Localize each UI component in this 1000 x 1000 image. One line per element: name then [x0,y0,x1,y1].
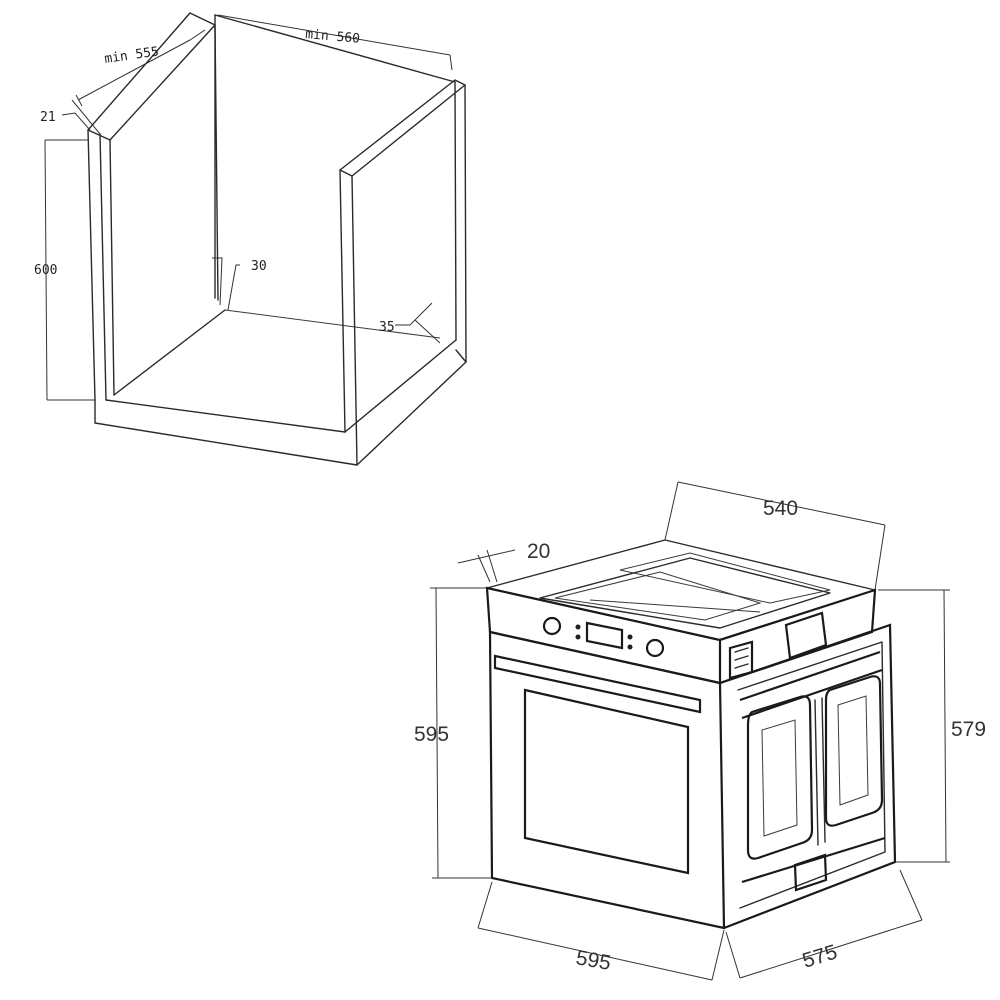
dim-575-line [725,869,923,979]
oven-side-body [719,623,897,930]
cabinet-right-panel-front-outer [339,169,346,433]
cabinet-back-bottom-edge [224,309,441,339]
oven-left-knob [542,616,562,636]
dim-595-width-line [477,881,725,981]
oven-button-2 [575,634,581,640]
dim-20-line [457,549,516,583]
dim-min-560-line [217,14,453,71]
cabinet-right-panel-back-edge [464,84,467,363]
oven-side-embossing-right-inner [837,695,869,806]
cabinet-back-top-edge [214,14,456,83]
dim-min-560-label: min 560 [305,27,361,47]
dim-30-label: 30 [251,259,267,274]
oven-side-vent [793,853,828,892]
cabinet-left-panel-top [87,12,216,141]
dim-35-line [395,302,441,344]
dim-595-width-label: 595 [574,946,613,975]
oven-side-inner-frame [737,641,886,909]
dim-height-600-line [44,139,95,401]
dim-21-label: 21 [40,110,56,125]
oven-top-recess-right [619,552,831,604]
oven-rear-fan-box [784,611,828,660]
dim-35-label: 35 [379,320,395,335]
dim-579-height-label: 579 [951,718,986,741]
cabinet-left-panel-front-mid [99,133,107,401]
oven-display [585,621,624,650]
cabinet-right-panel-front-inner [351,175,358,466]
oven-right-knob [645,638,665,658]
dim-20-label: 20 [527,540,550,563]
cabinet-floor-left-edge [113,309,226,396]
oven-top-divider [589,599,761,613]
cabinet-floor-right-edge [344,339,457,433]
dim-min-555-line [75,29,206,107]
oven-door-window [523,688,690,875]
oven-drawing: 540 20 595 579 595 575 [414,481,986,981]
oven-connector-pins [734,647,749,669]
cabinet-floor-front-edge [105,399,346,433]
dim-30-line [212,257,240,311]
oven-button-1 [575,624,581,630]
cabinet-left-panel-front-inner [109,139,115,396]
cabinet-right-panel-back-inner [454,81,457,341]
oven-button-4 [627,644,633,650]
cabinet-right-panel-top [339,79,466,177]
oven-button-3 [627,634,633,640]
dim-579-height-line [878,589,950,863]
dim-575-label: 575 [800,941,840,973]
cabinet-plinth [94,349,467,466]
dim-min-555-label: min 555 [103,44,159,66]
dim-595-height-line [430,587,492,879]
dim-height-600-label: 600 [34,263,57,278]
cabinet-left-panel-back-inner [214,24,219,301]
oven-side-embossing-left [746,695,814,860]
oven-side-rails [739,650,886,884]
dim-21-line [61,99,101,135]
cabinet-drawing: 600 21 min 555 min 560 30 35 [34,12,467,466]
oven-handle [493,654,702,714]
oven-top-recess-outer [539,557,831,629]
oven-side-embossing-right [824,675,884,827]
dim-595-height-label: 595 [414,723,449,746]
dim-540-line [664,481,886,591]
dim-540-label: 540 [763,497,798,520]
oven-side-center-seam [814,697,826,846]
oven-control-panel [485,586,722,685]
cabinet-left-panel-front-outer [87,129,96,401]
oven-top-recess-left [554,571,762,621]
oven-side-embossing-left-inner [761,719,798,837]
